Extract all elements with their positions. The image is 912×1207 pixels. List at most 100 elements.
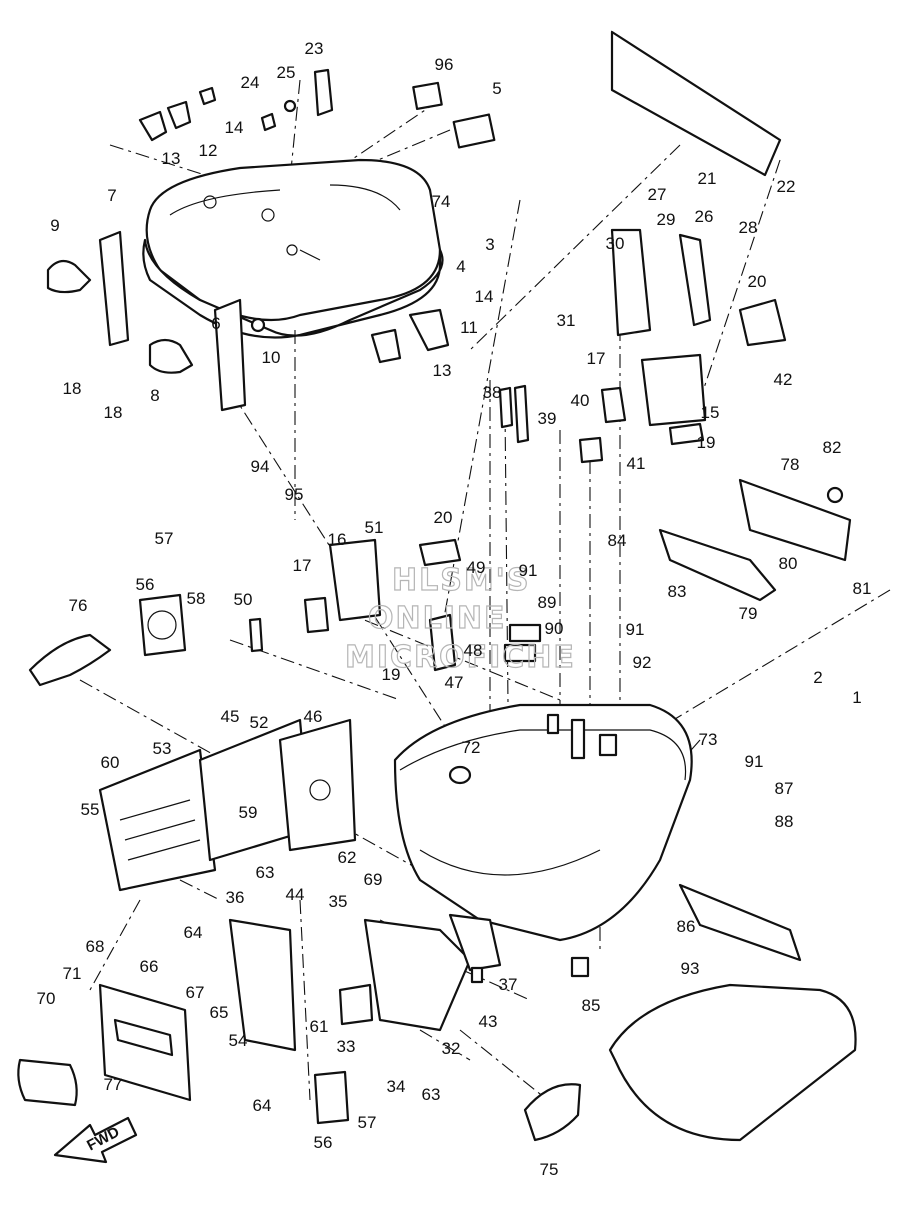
forward-arrow: FWD [53,1116,138,1164]
callout-32: 32 [442,1039,461,1058]
callout-12: 12 [199,141,218,160]
callout-7: 7 [107,186,116,205]
callout-34: 34 [387,1077,406,1096]
callout-14: 14 [225,118,244,137]
callout-24: 24 [241,73,260,92]
callout-56: 56 [314,1133,333,1152]
callout-14: 14 [475,287,494,306]
callout-80: 80 [779,554,798,573]
right-upper-brackets [498,228,787,464]
callout-30: 30 [606,234,625,253]
callout-90: 90 [545,619,564,638]
callout-44: 44 [286,885,305,904]
callout-19: 19 [382,665,401,684]
callout-2: 2 [813,668,822,687]
callout-17: 17 [293,556,312,575]
callout-96: 96 [435,55,454,74]
callout-42: 42 [774,370,793,389]
callout-59: 59 [239,803,258,822]
callout-46: 46 [304,707,323,726]
callout-95: 95 [285,485,304,504]
callout-17: 17 [587,349,606,368]
callout-92: 92 [633,653,652,672]
callout-33: 33 [337,1037,356,1056]
top-lid-assembly [142,158,444,339]
callout-54: 54 [229,1031,248,1050]
callout-72: 72 [462,738,481,757]
callout-1: 1 [852,688,861,707]
callout-21: 21 [698,169,717,188]
callout-28: 28 [739,218,758,237]
callout-10: 10 [262,348,281,367]
callout-83: 83 [668,582,687,601]
callout-63: 63 [422,1085,441,1104]
callout-76: 76 [69,596,88,615]
callout-6: 6 [211,314,220,333]
callout-15: 15 [701,403,720,422]
callout-91: 91 [519,561,538,580]
callout-37: 37 [499,975,518,994]
callout-11: 11 [460,318,478,337]
callout-47: 47 [445,673,464,692]
callout-51: 51 [365,518,384,537]
callout-23: 23 [305,39,324,58]
lower-cowl [393,703,693,942]
callout-25: 25 [277,63,296,82]
callout-19: 19 [697,433,716,452]
callout-91: 91 [626,620,645,639]
callout-89: 89 [538,593,557,612]
callout-64: 64 [184,923,203,942]
callout-56: 56 [136,575,155,594]
watermark-line-3: MICROFICHE [345,640,576,675]
callout-84: 84 [608,531,627,550]
callout-18: 18 [63,379,82,398]
callout-52: 52 [250,713,269,732]
callout-63: 63 [256,863,275,882]
callout-20: 20 [748,272,767,291]
callout-31: 31 [557,311,576,330]
callout-81: 81 [853,579,872,598]
callout-94: 94 [251,457,270,476]
mesh-screen [610,30,782,177]
callout-61: 61 [310,1017,329,1036]
callout-26: 26 [695,207,714,226]
callout-74: 74 [432,192,451,211]
callout-39: 39 [538,409,557,428]
callout-78: 78 [781,455,800,474]
callout-64: 64 [253,1096,272,1115]
top-left-hardware [46,68,496,412]
callout-50: 50 [234,590,253,609]
callout-48: 48 [464,641,483,660]
lower-parts [17,883,857,1142]
callout-85: 85 [582,996,601,1015]
callout-60: 60 [101,753,120,772]
callout-71: 71 [63,964,82,983]
callout-77: 77 [104,1075,123,1094]
callout-22: 22 [777,177,796,196]
callout-18: 18 [104,403,123,422]
callout-57: 57 [358,1113,377,1132]
callout-8: 8 [150,386,159,405]
callout-27: 27 [648,185,667,204]
callout-75: 75 [540,1160,559,1179]
callout-5: 5 [492,79,501,98]
left-center-parts [28,538,542,892]
callout-13: 13 [162,149,181,168]
watermark-line-1: HLSM'S [392,563,530,598]
watermark-line-2: ONLINE [368,601,507,636]
callout-91: 91 [745,752,764,771]
callout-16: 16 [328,530,347,549]
callout-70: 70 [37,989,56,1008]
callout-13: 13 [433,361,452,380]
callout-35: 35 [329,892,348,911]
callout-53: 53 [153,739,172,758]
callout-57: 57 [155,529,174,548]
callout-69: 69 [364,870,383,889]
callout-68: 68 [86,937,105,956]
callout-38: 38 [483,383,502,402]
callout-65: 65 [210,1003,229,1022]
callout-9: 9 [50,216,59,235]
callout-79: 79 [739,604,758,623]
callout-49: 49 [467,558,486,577]
